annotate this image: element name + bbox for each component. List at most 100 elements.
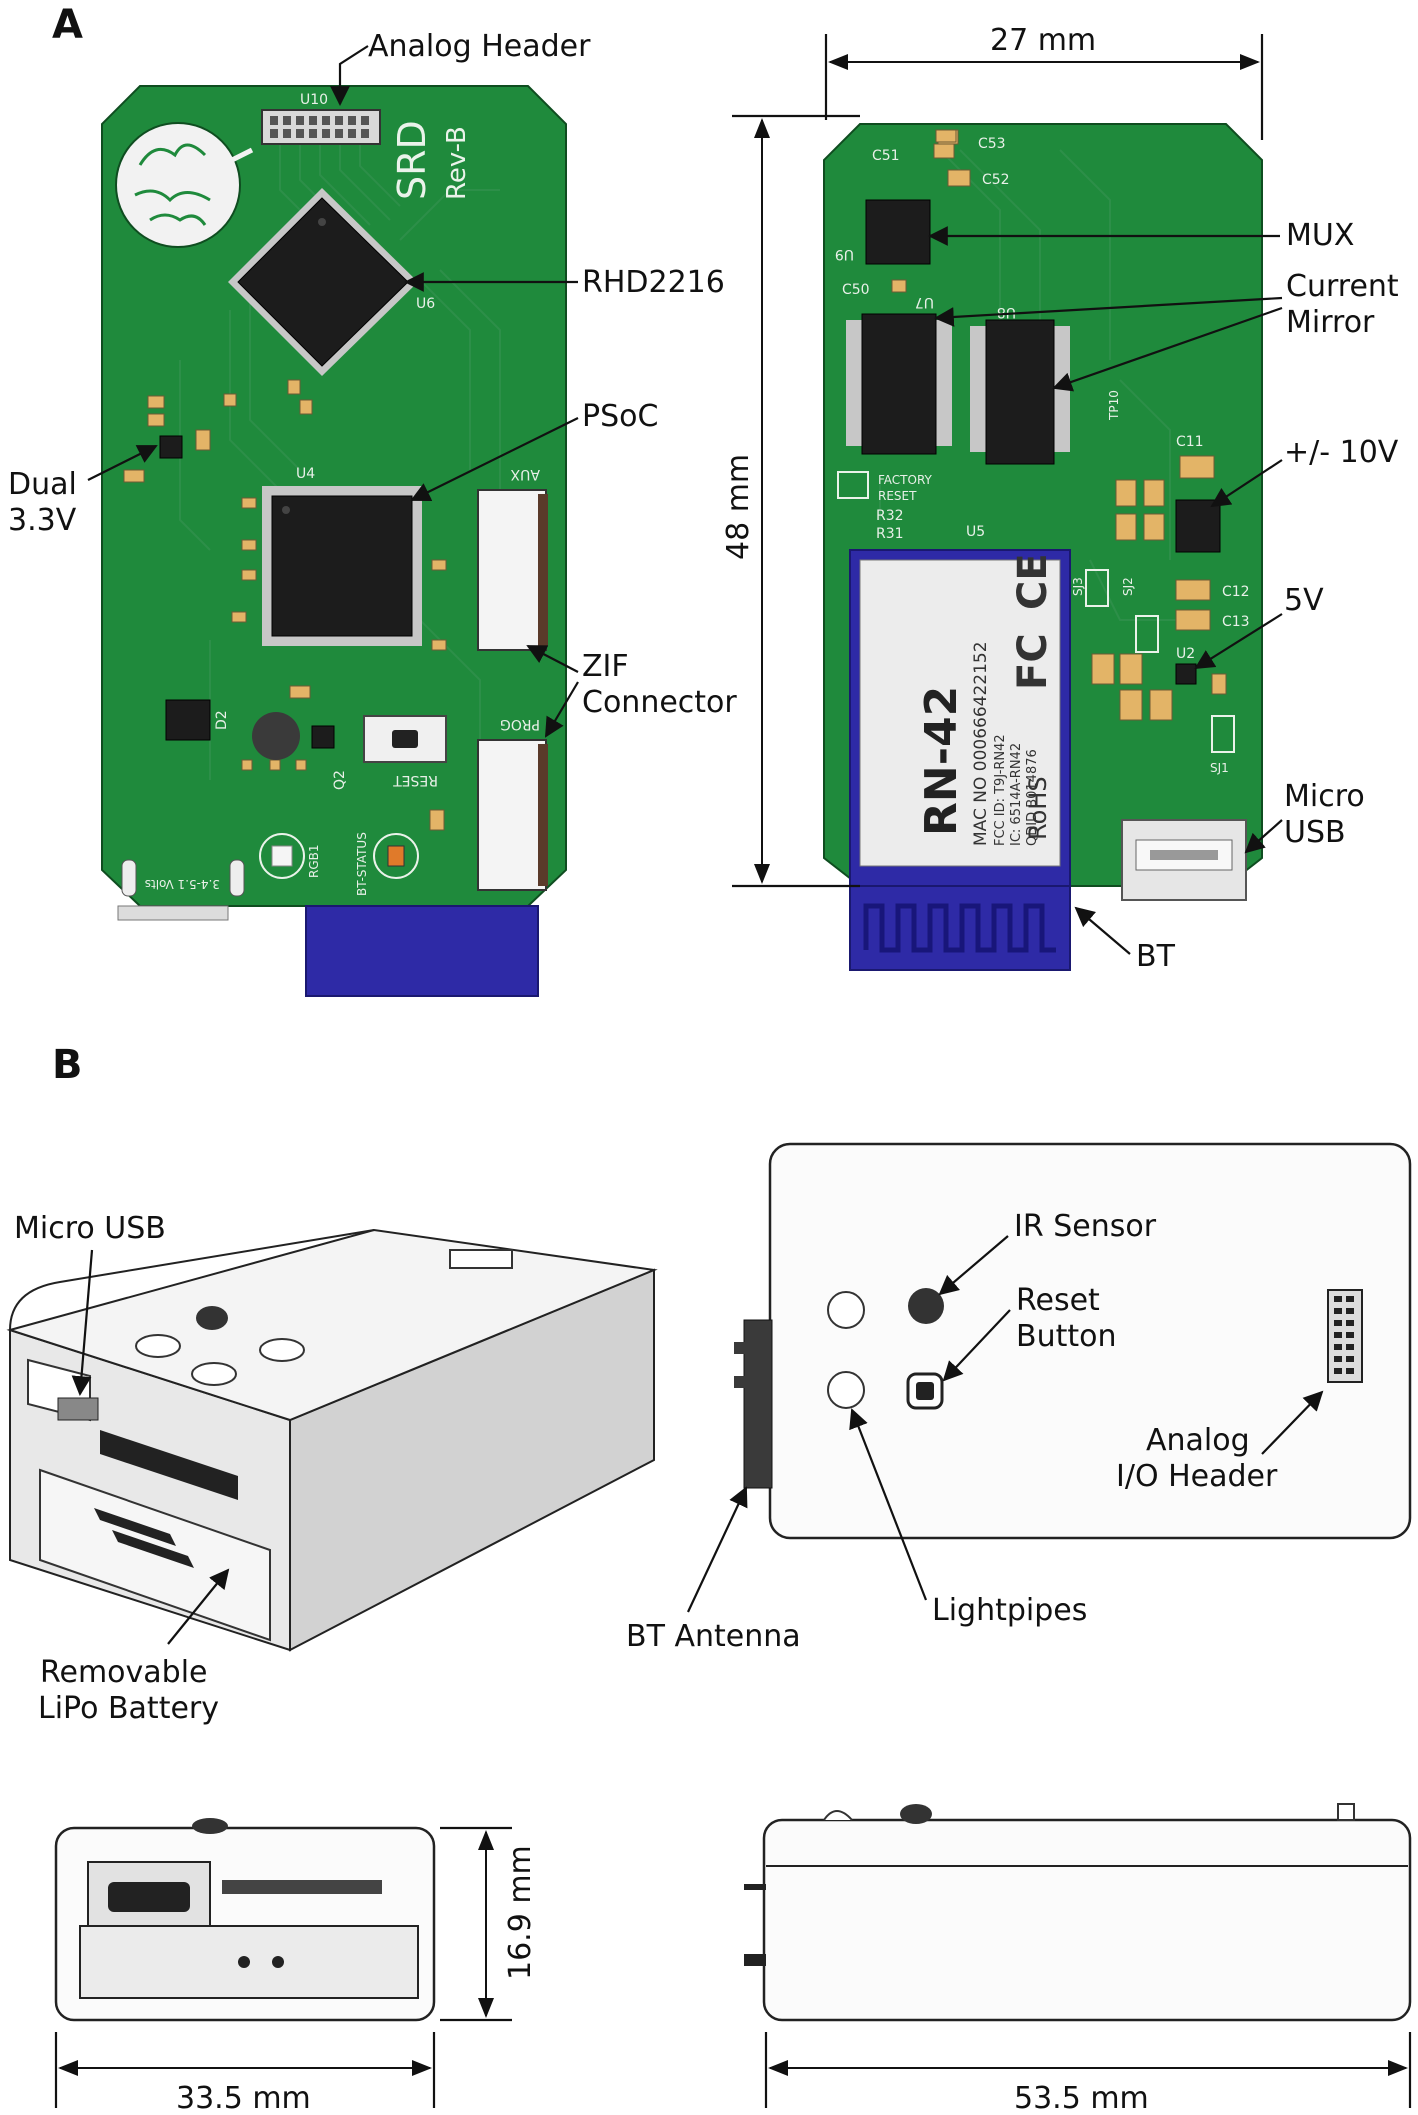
silk-rn42-rohs: RoHS [1024,776,1052,840]
label-dual-line2: 3.3V [8,503,77,538]
current-mirror-u7 [846,313,952,455]
silk-factory-reset: RESET [878,489,917,503]
silk-volts: 3.4-5.1 Volts [145,877,220,891]
silk-rn42-name: RN-42 [916,686,967,836]
dim-height-label: 48 mm [721,454,756,560]
silk-r32: R32 [876,508,904,524]
silk-rn42-fcc: FCC ID: T9J-RN42 [993,734,1008,846]
silk-factory: FACTORY [878,473,933,487]
label-psoc: PSoC [582,399,658,434]
arrow-psoc [410,417,579,501]
label-analog-header: Analog Header [368,29,591,64]
silk-rn42-fc: FC [1010,633,1056,690]
dim-length-label: 53.5 mm [1014,2081,1149,2111]
arrow-analog-io [1261,1390,1324,1455]
silk-sj1: SJ1 [1210,761,1229,775]
silk-u7: U7 [915,294,934,310]
arrow-bt [1074,906,1131,955]
arrow-5v [1194,613,1283,670]
label-mux: MUX [1286,218,1354,253]
label-battery-line1: Removable [40,1655,208,1690]
arrow-b-micro-usb [71,1249,94,1396]
silk-aux: AUX [510,466,540,482]
silk-c53: C53 [978,136,1006,152]
5v-regulator-chip [1175,663,1197,685]
silk-rn42-qdid: QDID B014876 [1025,749,1040,846]
zif-connector-prog [477,739,548,891]
silk-r31: R31 [876,526,904,542]
psoc-chip [262,486,422,646]
silk-u6: U6 [416,296,435,312]
arrow-battery [167,1568,230,1645]
case-top-view [734,1142,1412,1540]
silk-c12: C12 [1222,584,1250,600]
dim-width-label: 27 mm [990,23,1096,58]
d2-diode [165,699,211,741]
label-bt-antenna: BT Antenna [626,1619,801,1654]
arrow-reset [942,1309,1011,1382]
arrow-current-u7 [934,296,1283,327]
silk-u10: U10 [300,92,328,108]
dim-width-b-label: 33.5 mm [176,2081,311,2111]
label-current-line1: Current [1286,269,1399,304]
silk-c13: C13 [1222,614,1250,630]
silk-u8: U8 [997,304,1016,320]
silk-u4: U4 [296,466,315,482]
silk-c11: C11 [1176,434,1204,450]
arrow-ir-sensor [938,1235,1009,1296]
silk-board-rev: Rev-B [442,126,472,200]
silk-u9: U9 [835,246,854,262]
label-analog-io-line2: I/O Header [1116,1459,1278,1494]
silk-sj3: SJ3 [1071,577,1085,596]
silk-rn42-ic: IC: 6514A-RN42 [1009,743,1024,846]
label-reset-line2: Button [1016,1319,1117,1354]
label-micro-line1: Micro [1284,779,1365,814]
label-battery-line2: LiPo Battery [38,1691,219,1726]
arrow-micro-usb [1244,819,1283,854]
silk-q2: Q2 [332,770,348,790]
label-rhd2216: RHD2216 [582,265,725,300]
arrow-lightpipes [849,1408,928,1601]
label-lightpipes: Lightpipes [932,1593,1087,1628]
analog-header-connector [261,109,381,145]
silk-u2: U2 [1176,646,1195,662]
plus-minus-10v-chip [1175,499,1221,553]
silk-rgb1: RGB1 [307,844,321,878]
arrow-zif-aux [526,645,579,673]
label-b-micro-usb: Micro USB [14,1211,166,1246]
brain-logo [115,122,254,248]
arrow-current-u8 [1052,306,1283,392]
label-plus-minus-10v: +/- 10V [1284,435,1399,470]
silk-prog: PROG [500,716,540,732]
silk-c50: C50 [842,282,870,298]
label-zif-line2: Connector [582,685,737,720]
silk-d2: D2 [214,710,230,730]
silk-c52: C52 [982,172,1010,188]
case-front-view [54,1818,436,2022]
rn42-module [849,549,1071,971]
label-ir-sensor: IR Sensor [1014,1209,1157,1244]
label-current-line2: Mirror [1286,305,1375,340]
micro-usb-connector [1121,819,1247,901]
label-zif-line1: ZIF [582,649,629,684]
arrow-dual [87,445,158,481]
silk-tp10: TP10 [1107,390,1121,421]
pcb-top-side: U10 SRD Rev-B U6 U4 [101,85,567,997]
silk-sj2: SJ2 [1121,577,1135,596]
arrow-bt-antenna [687,1486,748,1613]
silk-reset: RESET [393,772,438,788]
dim-depth-label: 16.9 mm [503,1845,538,1980]
silk-bt-status: BT-STATUS [355,832,369,896]
label-reset-line1: Reset [1016,1283,1100,1318]
mux-chip [865,199,931,265]
silk-rn42-ce: CE [1010,553,1056,610]
current-mirror-u8 [970,319,1070,465]
label-analog-io-line1: Analog [1146,1423,1250,1458]
case-isometric [6,1228,658,1652]
bt-module-edge [305,905,539,997]
silk-rn42-mac: MAC NO 000666422152 [971,641,991,846]
label-5v: 5V [1284,583,1324,618]
arrow-zif-prog [544,681,579,738]
silk-c51: C51 [872,148,900,164]
